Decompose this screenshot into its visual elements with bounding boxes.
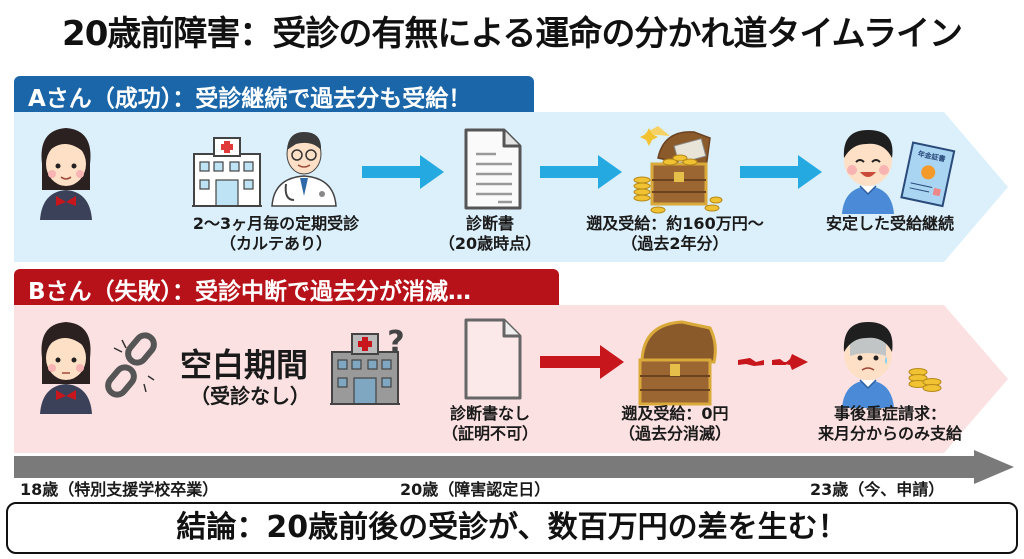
gap-period-subtitle: （受診なし） xyxy=(190,384,310,408)
arrow-right-icon xyxy=(540,155,622,189)
broken-chain-icon xyxy=(105,332,157,398)
timeline-arrow xyxy=(14,450,1014,484)
step-caption-sub: （20歳時点） xyxy=(438,234,542,253)
step-caption-sub: 来月分からのみ支給 xyxy=(817,424,962,443)
case-b-step-certificate: 診断書なし （証明不可） xyxy=(420,404,560,444)
arrow-right-icon xyxy=(540,345,624,379)
step-caption-sub: （過去分消滅） xyxy=(618,424,731,443)
step-caption-sub: （過去2年分） xyxy=(621,234,729,253)
case-a-step-stable: 安定した受給継続 xyxy=(800,214,980,234)
step-caption: 診断書なし xyxy=(449,404,530,423)
document-icon xyxy=(464,128,522,210)
treasure-chest-full-icon xyxy=(633,126,723,214)
arrow-right-icon xyxy=(362,155,444,189)
gap-period-title: 空白期間 xyxy=(180,346,309,384)
page-title: 20歳前障害：受診の有無による運命の分かれ道タイムライン xyxy=(62,14,963,54)
case-a-step-visits: 2〜3ヶ月毎の定期受診 （カルテあり） xyxy=(156,214,396,254)
svg-text:?: ? xyxy=(387,325,404,360)
happy-man-pension-card-icon: 年金証書 xyxy=(842,130,956,214)
case-b-step-retroactive: 遡及受給：0円 （過去分消滅） xyxy=(580,404,770,444)
step-caption: 診断書 xyxy=(465,214,514,233)
sad-man-coins-icon xyxy=(842,322,942,408)
case-a-label: Aさん（成功）：受診継続で過去分も受給！ xyxy=(14,76,534,112)
case-b-step-post-claim: 事後重症請求： 来月分からのみ支給 xyxy=(790,404,990,444)
step-caption: 安定した受給継続 xyxy=(825,214,954,233)
step-caption-sub: （カルテあり） xyxy=(219,234,332,253)
arrow-right-icon xyxy=(740,155,822,189)
hospital-question-icon: ? xyxy=(330,325,405,405)
case-a-step-certificate: 診断書 （20歳時点） xyxy=(420,214,560,254)
blank-document-icon xyxy=(464,318,522,400)
case-a-step-retroactive: 遡及受給：約160万円〜 （過去2年分） xyxy=(570,214,780,254)
step-caption-sub: （証明不可） xyxy=(441,424,538,443)
step-caption: 2〜3ヶ月毎の定期受診 xyxy=(192,214,360,233)
timeline-label-18: 18歳（特別支援学校卒業） xyxy=(20,480,219,499)
timeline-label-20: 20歳（障害認定日） xyxy=(400,480,551,499)
step-caption: 事後重症請求： xyxy=(833,404,946,423)
broken-arrow-icon xyxy=(738,354,808,370)
timeline-label-23: 23歳（今、申請） xyxy=(810,480,945,499)
conclusion-box: 結論：20歳前後の受診が、数百万円の差を生む！ xyxy=(6,502,1018,554)
treasure-chest-empty-icon xyxy=(638,320,717,406)
hospital-doctor-icon xyxy=(192,132,337,207)
step-caption: 遡及受給：0円 xyxy=(621,404,729,423)
case-b-label: Bさん（失敗）：受診中断で過去分が消滅… xyxy=(14,269,559,305)
step-caption: 遡及受給：約160万円〜 xyxy=(586,214,764,233)
worried-schoolgirl-icon xyxy=(40,322,92,414)
schoolgirl-icon xyxy=(40,128,92,220)
